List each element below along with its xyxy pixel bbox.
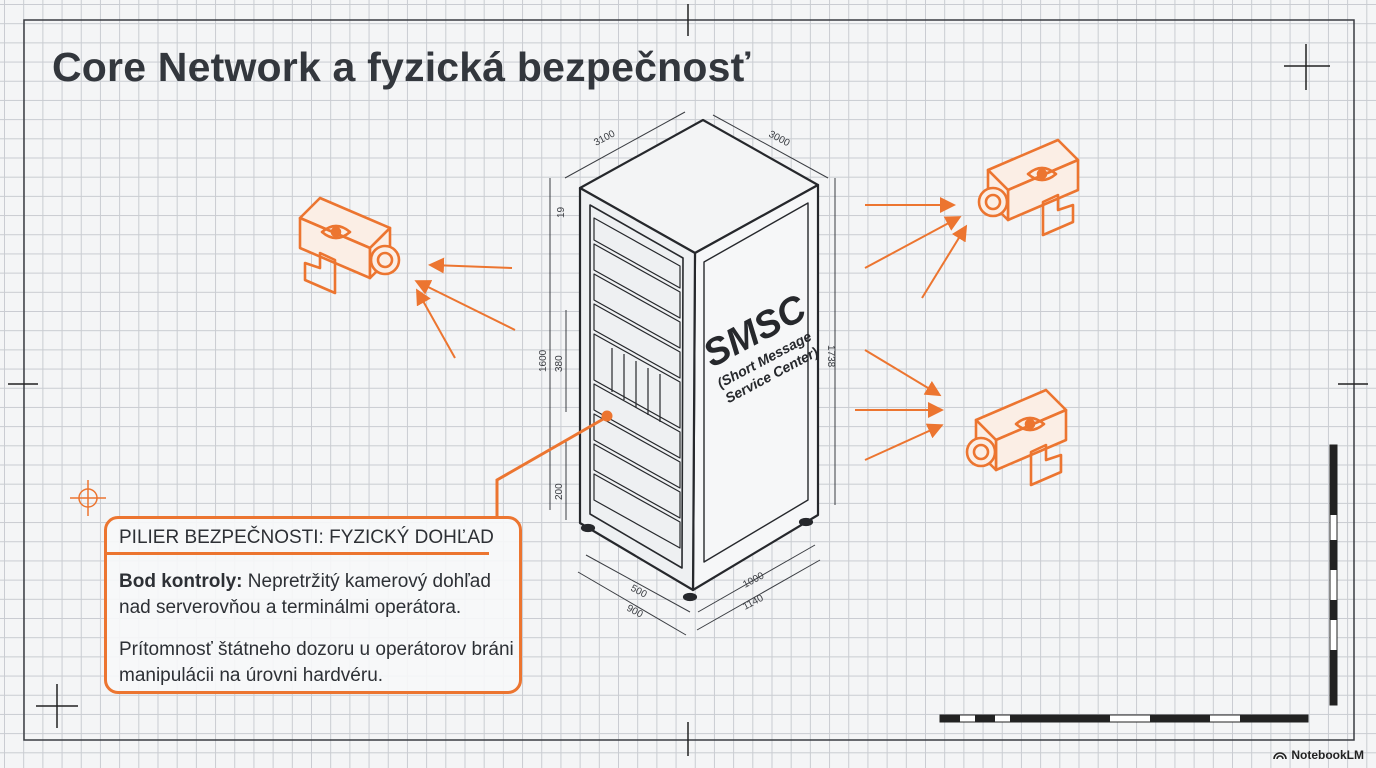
dim-height-total: 1600	[538, 349, 549, 372]
registration-marks	[8, 4, 1368, 756]
dim-section-upper: 380	[554, 355, 565, 372]
dim-base-side-inner: 1000	[741, 570, 766, 590]
callout-point-label: Bod kontroly:	[119, 571, 243, 592]
dim-section-lower: 200	[554, 483, 565, 500]
callout-note: Prítomnosť štátneho dozoru u operátorov …	[119, 639, 514, 686]
camera-view-arrows	[414, 197, 968, 461]
dim-base-side-outer: 1140	[741, 593, 766, 613]
brand-name: NotebookLM	[1291, 748, 1364, 762]
callout-underline	[104, 552, 489, 555]
security-camera-icon	[965, 388, 1068, 487]
security-callout: PILIER BEZPEČNOSTI: FYZICKÝ DOHĽAD Bod k…	[104, 516, 522, 694]
page-title: Core Network a fyzická bezpečnosť	[52, 44, 751, 90]
scale-bar-horizontal	[939, 714, 1309, 723]
frame-border	[23, 19, 1355, 741]
brand-watermark: NotebookLM	[1273, 748, 1364, 762]
dim-small-top: 19	[556, 206, 567, 218]
callout-point: Bod kontroly: Nepretržitý kamerový dohľa…	[119, 569, 519, 621]
security-camera-icon	[298, 196, 401, 295]
dimension-lines	[549, 111, 836, 636]
scale-bar-vertical	[1329, 444, 1338, 706]
dim-base-front-inner: 500	[629, 583, 649, 601]
crosshair-icon	[70, 480, 106, 516]
server-rack	[578, 118, 820, 602]
dim-base-front-outer: 900	[625, 603, 645, 621]
dim-height-right: 1738	[825, 345, 836, 368]
callout-leader	[495, 410, 613, 516]
callout-point-text: Nepretržitý kamerový dohľad nad serverov…	[119, 571, 491, 618]
notebooklm-logo-icon	[1273, 752, 1288, 760]
callout-heading: PILIER BEZPEČNOSTI: FYZICKÝ DOHĽAD	[119, 527, 494, 548]
dim-top-left: 3100	[592, 128, 617, 148]
security-camera-icon	[977, 138, 1080, 237]
